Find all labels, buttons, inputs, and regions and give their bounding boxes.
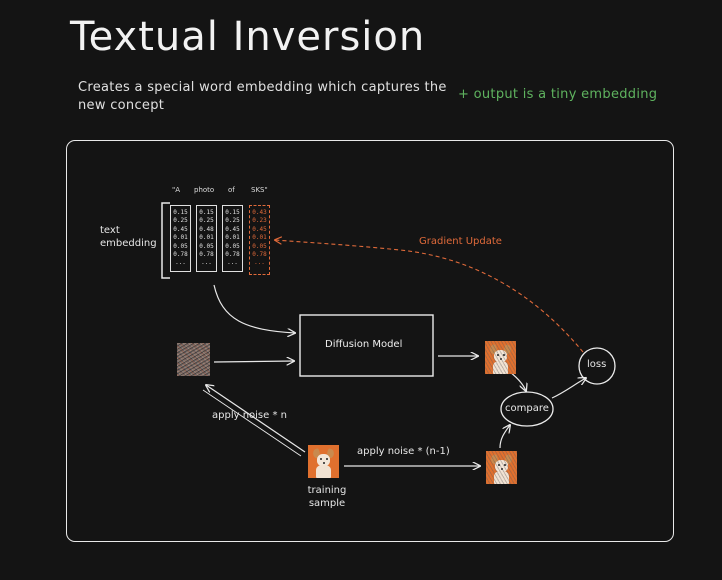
embedding-bracket <box>161 202 170 279</box>
diffusion-model-label: Diffusion Model <box>325 339 403 350</box>
loss-node <box>578 347 616 385</box>
training-sample-image <box>308 445 339 478</box>
diffusion-model-box <box>299 314 434 377</box>
token-sks: SKS" <box>251 186 268 194</box>
compare-node <box>500 391 554 427</box>
apply-noise-n1-label: apply noise * (n-1) <box>357 446 450 457</box>
output-image <box>485 341 516 374</box>
compare-label: compare <box>505 403 549 414</box>
arrow-sample-to-noise <box>206 385 306 453</box>
noisy-sample-image <box>486 451 517 484</box>
gradient-update-label: Gradient Update <box>419 236 502 247</box>
arrow-noise-to-model <box>213 361 294 362</box>
token-of: of <box>228 186 235 194</box>
output-note: + output is a tiny embedding <box>458 87 658 102</box>
training-sample-label: training sample <box>307 485 347 509</box>
token-photo: photo <box>194 186 215 194</box>
apply-noise-n-label: apply noise * n <box>212 410 287 421</box>
arrow-embedding-to-model <box>213 284 295 333</box>
text-embedding-label: text embedding <box>100 225 157 249</box>
diagram-frame <box>66 140 674 542</box>
noise-image <box>177 343 210 376</box>
subtitle: Creates a special word embedding which c… <box>78 80 447 113</box>
gradient-update-arrow <box>275 240 584 353</box>
page-title: Textual Inversion <box>70 14 426 60</box>
token-a: "A <box>172 186 181 194</box>
arrow-compare-to-loss <box>551 378 586 399</box>
loss-label: loss <box>587 359 607 370</box>
arrow-noisy-to-compare <box>499 425 510 449</box>
arrow-output-to-compare <box>509 371 526 391</box>
